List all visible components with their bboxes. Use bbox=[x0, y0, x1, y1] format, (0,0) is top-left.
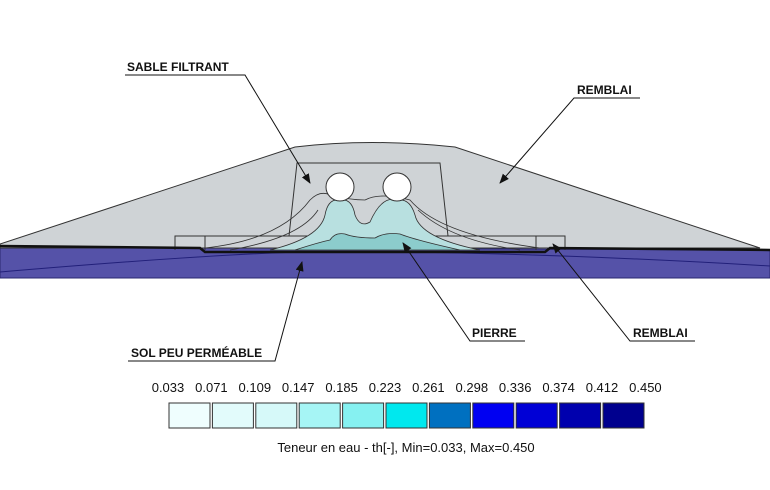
label-remblai-bottom: REMBLAI bbox=[552, 243, 695, 342]
legend-swatch bbox=[472, 402, 515, 429]
label-text: REMBLAI bbox=[577, 83, 632, 97]
legend-swatch bbox=[211, 402, 254, 429]
filter-sand-trench bbox=[288, 162, 449, 237]
legend-tick-label: 0.071 bbox=[195, 380, 228, 395]
moisture-contour-2 bbox=[229, 209, 521, 251]
legend-swatch bbox=[385, 402, 428, 429]
color-legend: 0.033 0.071 0.109 0.147 0.185 0.223 0.261 0.298… bbox=[152, 380, 662, 429]
legend-swatch bbox=[342, 402, 385, 429]
legend-tick-label: 0.336 bbox=[499, 380, 532, 395]
label-remblai-top: REMBLAI bbox=[499, 83, 640, 184]
legend-tick-label: 0.109 bbox=[239, 380, 272, 395]
legend-tick-label: 0.374 bbox=[542, 380, 575, 395]
legend-tick-label: 0.450 bbox=[629, 380, 662, 395]
stone-zone bbox=[294, 233, 461, 251]
legend-tick-label: 0.147 bbox=[282, 380, 315, 395]
legend-swatch bbox=[168, 402, 211, 429]
moisture-contour-1 bbox=[204, 192, 541, 249]
label-text: SOL PEU PERMÉABLE bbox=[131, 345, 262, 360]
ground-surface-line bbox=[0, 244, 770, 254]
drain-pipe-left bbox=[325, 172, 355, 202]
legend-tick-label: 0.185 bbox=[325, 380, 358, 395]
legend-swatch bbox=[559, 402, 602, 429]
label-pierre: PIERRE bbox=[402, 242, 525, 342]
embankment-remblai bbox=[0, 142, 761, 249]
drain-pipe-right bbox=[382, 172, 412, 202]
label-sable-filtrant: SABLE FILTRANT bbox=[125, 60, 311, 184]
legend-tick-label: 0.223 bbox=[369, 380, 402, 395]
label-text: SABLE FILTRANT bbox=[127, 60, 229, 74]
legend-swatch bbox=[515, 402, 558, 429]
label-text: REMBLAI bbox=[633, 326, 688, 340]
wet-zone bbox=[269, 198, 481, 251]
label-text: PIERRE bbox=[472, 326, 517, 340]
legend-tick-label: 0.033 bbox=[152, 380, 185, 395]
legend-tick-label: 0.298 bbox=[456, 380, 489, 395]
legend-swatch bbox=[255, 402, 298, 429]
legend-swatch bbox=[602, 402, 645, 429]
label-sol-peu-permeable: SOL PEU PERMÉABLE bbox=[128, 261, 304, 362]
legend-swatch bbox=[298, 402, 341, 429]
legend-title: Teneur en eau - th[-], Min=0.033, Max=0.… bbox=[277, 440, 534, 455]
legend-swatch bbox=[428, 402, 471, 429]
legend-tick-label: 0.412 bbox=[586, 380, 619, 395]
legend-tick-label: 0.261 bbox=[412, 380, 445, 395]
